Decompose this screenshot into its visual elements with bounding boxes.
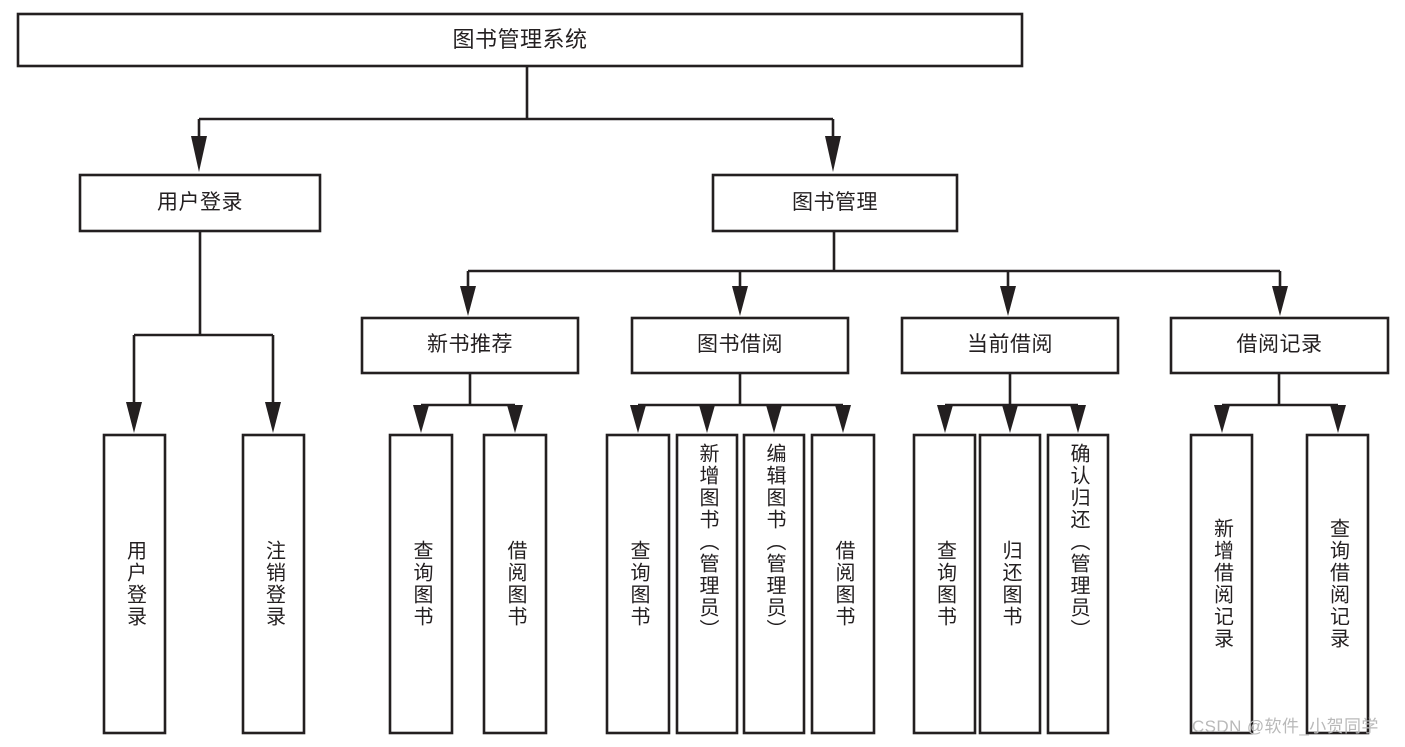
leaf-box-return-book[interactable] bbox=[978, 433, 1042, 735]
arrowhead-leaf-add-record bbox=[1214, 405, 1230, 433]
leaf-box-edit-book[interactable] bbox=[742, 433, 806, 735]
arrowhead-user-login bbox=[191, 136, 207, 172]
arrowhead-book-manage bbox=[825, 136, 841, 172]
leaf-box-confirm-return[interactable] bbox=[1046, 433, 1110, 735]
arrowhead-leaf-confirm-return bbox=[1070, 405, 1086, 433]
arrowhead-leaf-edit-book bbox=[766, 405, 782, 433]
arrowhead-borrow-record bbox=[1272, 286, 1288, 316]
node-borrow-record-box[interactable] bbox=[1169, 316, 1390, 375]
arrowhead-leaf-borrow-book-2 bbox=[835, 405, 851, 433]
leaf-box-query-record[interactable] bbox=[1305, 433, 1370, 735]
arrowhead-leaf-query-book-2 bbox=[630, 405, 646, 433]
leaf-box-borrow-book-1[interactable] bbox=[482, 433, 548, 735]
arrowhead-leaf-logout bbox=[265, 402, 281, 433]
leaf-box-user-login[interactable] bbox=[102, 433, 167, 735]
leaf-box-logout[interactable] bbox=[241, 433, 306, 735]
arrowhead-book-borrow bbox=[732, 286, 748, 316]
arrowhead-leaf-query-book-1 bbox=[413, 405, 429, 433]
arrowhead-leaf-return-book bbox=[1002, 405, 1018, 433]
csdn-watermark: CSDN @软件_小贺同学 bbox=[1192, 717, 1379, 736]
node-new-book-rec-box[interactable] bbox=[360, 316, 580, 375]
node-user-login-box[interactable] bbox=[78, 173, 322, 233]
leaf-box-query-book-1[interactable] bbox=[388, 433, 454, 735]
arrowhead-leaf-query-record bbox=[1330, 405, 1346, 433]
node-root-box[interactable] bbox=[16, 12, 1024, 68]
leaf-box-add-record[interactable] bbox=[1189, 433, 1254, 735]
node-current-borrow-box[interactable] bbox=[900, 316, 1120, 375]
arrowhead-leaf-add-book bbox=[699, 405, 715, 433]
leaf-box-query-book-3[interactable] bbox=[912, 433, 977, 735]
arrowhead-leaf-borrow-book-1 bbox=[507, 405, 523, 433]
leaf-box-add-book[interactable] bbox=[675, 433, 739, 735]
arrowhead-leaf-user-login bbox=[126, 402, 142, 433]
arrowhead-current-borrow bbox=[1000, 286, 1016, 316]
node-book-borrow-box[interactable] bbox=[630, 316, 850, 375]
arrowhead-new-book-rec bbox=[460, 286, 476, 316]
leaf-box-borrow-book-2[interactable] bbox=[810, 433, 876, 735]
node-book-manage-box[interactable] bbox=[711, 173, 959, 233]
leaf-box-query-book-2[interactable] bbox=[605, 433, 671, 735]
arrowhead-leaf-query-book-3 bbox=[937, 405, 953, 433]
